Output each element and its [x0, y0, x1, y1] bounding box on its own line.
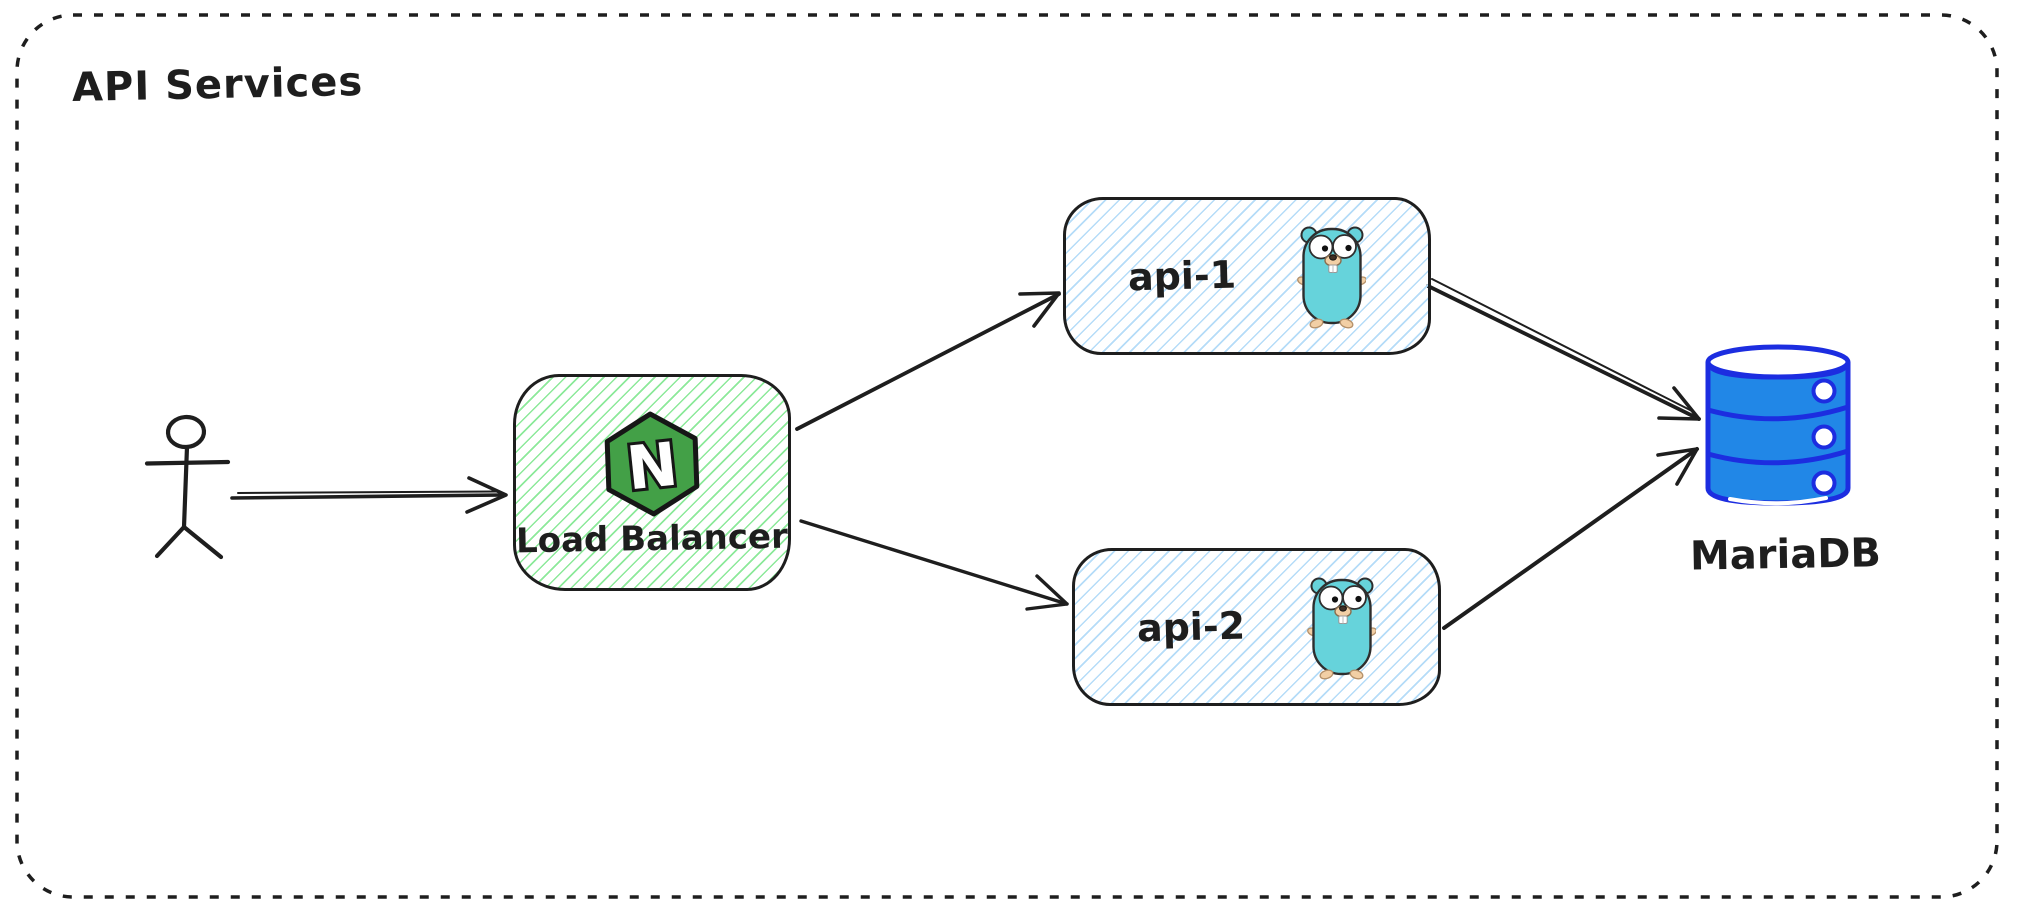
go-gopher-icon — [1305, 577, 1376, 680]
api-2-label: api-2 — [1136, 603, 1247, 651]
load-balancer-label: Load Balancer — [515, 516, 789, 562]
person-stick-figure-icon[interactable] — [130, 405, 250, 575]
load-balancer-node[interactable]: N Load Balancer — [513, 374, 791, 591]
api-1-node[interactable]: api-1 — [1063, 197, 1431, 355]
database-cylinder-icon[interactable] — [1700, 336, 1856, 516]
edge-api-2-to-mariadb-arrow[interactable] — [1442, 447, 1699, 630]
nginx-icon: N — [602, 411, 702, 517]
edge-user-to-load-balancer-arrow[interactable] — [230, 476, 508, 514]
nginx-letter: N — [624, 430, 681, 505]
api-2-node[interactable]: api-2 — [1072, 548, 1441, 706]
go-gopher-icon — [1296, 226, 1367, 329]
edge-api-1-to-mariadb-arrow[interactable] — [1426, 278, 1701, 421]
edge-load-balancer-to-api-2-arrow[interactable] — [799, 519, 1069, 611]
api-1-label: api-1 — [1127, 252, 1237, 300]
mariadb-label: MariaDB — [1689, 530, 1882, 580]
edge-load-balancer-to-api-1-arrow[interactable] — [795, 291, 1061, 431]
